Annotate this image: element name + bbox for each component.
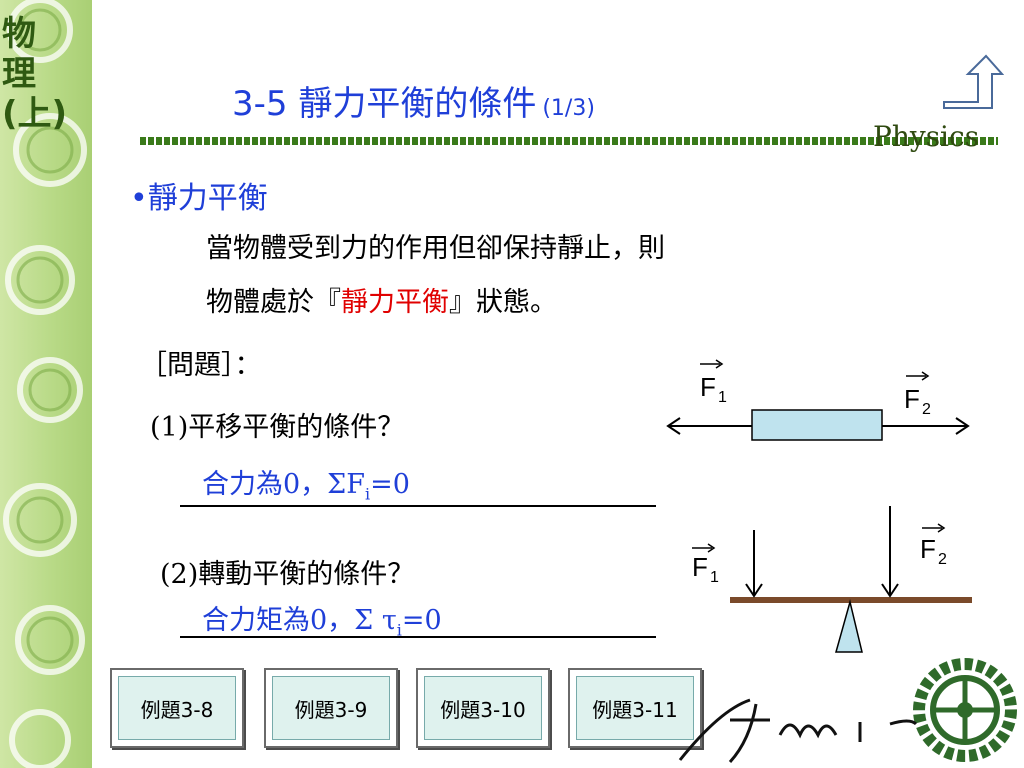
gear-decoration-icon xyxy=(3,0,87,768)
f2-label: F xyxy=(904,384,920,414)
answer-1-text: 合力為0，ΣF xyxy=(202,469,366,500)
example-3-10-label: 例題3-10 xyxy=(424,676,542,740)
f1-sub: 1 xyxy=(718,389,727,406)
definition-prefix: 物體處於『 xyxy=(206,287,341,318)
question-1: (1)平移平衡的條件？ xyxy=(150,412,405,443)
return-arrow-icon[interactable] xyxy=(940,52,1004,112)
fulcrum xyxy=(835,599,863,653)
highlight-term: 靜力平衡 xyxy=(341,287,449,318)
example-3-8-label: 例題3-8 xyxy=(118,676,236,740)
sidebar: 物理(上) xyxy=(0,0,92,768)
definition-line-2: 物體處於『靜力平衡』狀態。 xyxy=(206,276,665,330)
example-3-8-button[interactable]: 例題3-8 xyxy=(110,668,244,748)
answer-2-underline xyxy=(180,636,656,638)
answer-2-sub: i xyxy=(396,620,402,640)
signature-logo xyxy=(678,698,918,764)
brand-label: Physics xyxy=(873,120,980,153)
answer-2-end: =0 xyxy=(401,605,442,636)
answer-1-end: =0 xyxy=(370,469,410,500)
answer-2: 合力矩為0，Σ τi=0 xyxy=(202,598,442,639)
definition-paragraph: 當物體受到力的作用但卻保持靜止，則 物體處於『靜力平衡』狀態。 xyxy=(206,222,665,330)
definition-line-1: 當物體受到力的作用但卻保持靜止，則 xyxy=(206,233,665,264)
force-diagram: F 1 F 2 F 1 F 2 xyxy=(666,359,972,653)
example-3-10-button[interactable]: 例題3-10 xyxy=(416,668,550,748)
definition-suffix: 』狀態。 xyxy=(449,287,557,318)
example-3-9-button[interactable]: 例題3-9 xyxy=(264,668,398,748)
page-fraction: (1/3) xyxy=(542,96,595,121)
bullet-heading: •靜力平衡 xyxy=(130,181,268,216)
answer-1-sub: i xyxy=(365,484,371,504)
f2-sub: 2 xyxy=(922,401,931,418)
f2b-sub: 2 xyxy=(938,551,947,568)
sidebar-title: 物理(上) xyxy=(2,14,68,134)
question-2: (2)轉動平衡的條件？ xyxy=(160,559,415,590)
title-rule xyxy=(140,137,998,145)
page-title-text: 3-5 靜力平衡的條件 xyxy=(232,84,537,124)
gear-icon xyxy=(913,658,1017,762)
example-3-11-button[interactable]: 例題3-11 xyxy=(568,668,702,748)
example-3-11-label: 例題3-11 xyxy=(576,676,694,740)
f1b-sub: 1 xyxy=(710,569,719,586)
f2b-label: F xyxy=(920,534,936,564)
f1b-label: F xyxy=(692,552,708,582)
example-3-9-label: 例題3-9 xyxy=(272,676,390,740)
answer-1-underline xyxy=(180,505,656,507)
answer-1: 合力為0，ΣFi=0 xyxy=(202,462,410,503)
page-title: 3-5 靜力平衡的條件(1/3) xyxy=(232,76,595,125)
block xyxy=(751,409,883,441)
question-label: ［問題］： xyxy=(140,350,262,381)
answer-2-text: 合力矩為0，Σ τ xyxy=(202,605,397,636)
f1-label: F xyxy=(700,372,716,402)
